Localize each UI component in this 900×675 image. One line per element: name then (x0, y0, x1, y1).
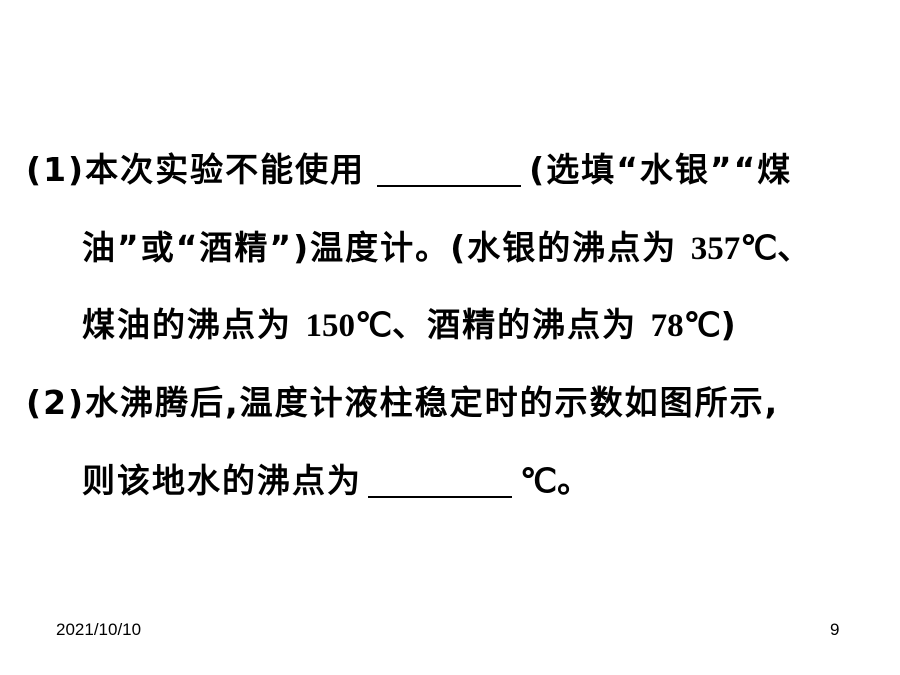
slide-page-number: 9 (830, 620, 840, 639)
answer-blank-2[interactable] (368, 466, 512, 498)
question-1-hint: (选填“水银”“煤 (529, 150, 793, 189)
question-2-text: 水沸腾后,温度计液柱稳定时的示数如图所示, (85, 383, 780, 422)
question-1-line-3-text-a: 煤油的沸点为 (82, 305, 292, 344)
question-1-line-2: 油”或“酒精”)温度计。(水银的沸点为 357℃、 (82, 228, 812, 269)
alcohol-boiling-point: 78℃ (650, 308, 721, 344)
question-1-line-1: (1)本次实验不能使用 (选填“水银”“煤 (26, 150, 792, 190)
question-1-line-3-text-b: 、酒精的沸点为 (392, 305, 638, 344)
celsius-unit: ℃ (520, 464, 558, 500)
question-1-line-2-text: 油”或“酒精”)温度计。(水银的沸点为 (82, 228, 678, 267)
question-2-line-2-text: 则该地水的沸点为 (82, 461, 362, 500)
question-2-line-2-tail: 。 (557, 461, 593, 500)
question-1-line-2-tail: 、 (777, 228, 813, 267)
question-2-line-1: (2)水沸腾后,温度计液柱稳定时的示数如图所示, (26, 383, 779, 423)
question-2-line-2: 则该地水的沸点为 ℃。 (82, 461, 592, 502)
question-1-text: 本次实验不能使用 (85, 150, 366, 189)
question-1-line-3-tail: ) (720, 305, 738, 344)
mercury-boiling-point: 357℃ (690, 231, 778, 267)
question-1-label: (1) (26, 150, 86, 189)
slide-date: 2021/10/10 (56, 620, 142, 639)
question-1-line-3: 煤油的沸点为 150℃、酒精的沸点为 78℃) (82, 305, 738, 346)
kerosene-boiling-point: 150℃ (305, 308, 393, 344)
answer-blank-1[interactable] (377, 155, 522, 187)
question-2-label: (2) (26, 383, 86, 422)
